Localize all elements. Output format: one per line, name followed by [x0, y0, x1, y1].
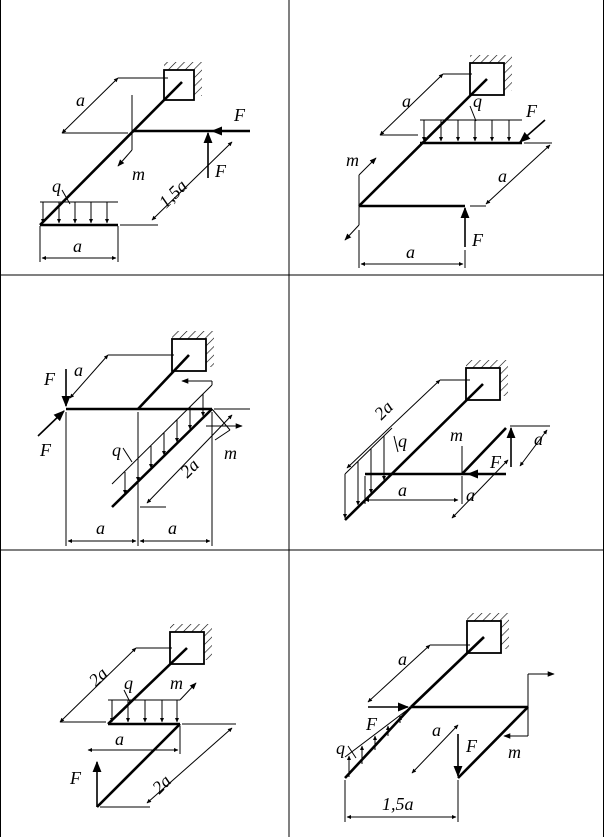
label-1-5a: 1,5a — [382, 794, 414, 814]
beam-loaded — [111, 408, 213, 508]
label-F-left: F — [365, 714, 378, 734]
label-a-top: a — [76, 90, 85, 110]
panel-4: 2a q m F a a a — [342, 360, 550, 521]
label-a: a — [115, 729, 124, 749]
label-a-right: a — [168, 518, 177, 538]
label-a-left: a — [96, 518, 105, 538]
label-a-top: a — [74, 360, 83, 380]
label-2a-top: 2a — [85, 663, 112, 690]
label-2a: 2a — [176, 455, 203, 482]
force-diagonal — [37, 410, 65, 437]
label-a-right: a — [498, 166, 507, 186]
label-a-top: a — [402, 91, 411, 111]
panel-2: a q F m a F a — [344, 55, 552, 268]
panel-6: a F q a F m 1,5a — [336, 613, 555, 822]
label-F-diagonal: F — [525, 101, 538, 121]
force-diagonal — [519, 119, 546, 143]
label-q: q — [336, 738, 345, 758]
label-a-diagonal: a — [432, 720, 441, 740]
label-m: m — [450, 425, 463, 445]
label-F-right: F — [233, 105, 246, 125]
fixed-support — [465, 360, 508, 401]
label-F-top: F — [43, 369, 56, 389]
label-m: m — [132, 164, 145, 184]
beam-diagonal — [410, 636, 485, 708]
label-a-low: a — [466, 485, 475, 505]
distributed-load — [420, 105, 522, 142]
label-m: m — [508, 742, 521, 762]
moment-arrow — [117, 149, 133, 167]
label-m: m — [346, 150, 359, 170]
label-a-bottom: a — [73, 236, 82, 256]
label-F-down: F — [465, 736, 478, 756]
label-F: F — [489, 452, 502, 472]
label-q: q — [52, 176, 61, 196]
label-a-top: a — [398, 649, 407, 669]
label-F-up: F — [214, 161, 227, 181]
label-2a-bottom: 2a — [148, 771, 175, 798]
label-F-left: F — [39, 440, 52, 460]
label-q: q — [112, 440, 121, 460]
label-m: m — [224, 443, 237, 463]
label-a-bottom: a — [406, 242, 415, 262]
beam-lower-diagonal — [96, 723, 181, 808]
beam-diagonal — [137, 354, 190, 410]
fixed-support — [171, 331, 214, 372]
moment-arrow-down — [344, 224, 360, 241]
moment-arrow-up — [358, 157, 377, 176]
distributed-load — [344, 706, 412, 777]
fixed-support — [469, 55, 512, 96]
label-1-5a: 1,5a — [155, 176, 191, 212]
beam-left-diagonal — [344, 706, 412, 779]
distributed-load — [108, 689, 180, 723]
panel-3: F a F q 2a m a a — [37, 331, 250, 546]
beam-right-diagonal — [457, 706, 529, 779]
label-q: q — [473, 91, 482, 111]
label-F-up: F — [471, 230, 484, 250]
label-m: m — [170, 673, 183, 693]
label-a-small: a — [534, 429, 543, 449]
label-a-mid: a — [398, 480, 407, 500]
label-q: q — [124, 673, 133, 693]
label-F: F — [69, 768, 82, 788]
panel-5: 2a q m a F 2a — [59, 624, 236, 808]
label-q: q — [398, 431, 407, 451]
panel-1: a F m F q 1,5a a — [39, 62, 250, 262]
distributed-load — [111, 384, 213, 495]
beam-diagonal — [39, 81, 183, 226]
label-2a: 2a — [370, 397, 397, 424]
moment-arrow — [179, 682, 197, 701]
distributed-load — [40, 189, 118, 224]
